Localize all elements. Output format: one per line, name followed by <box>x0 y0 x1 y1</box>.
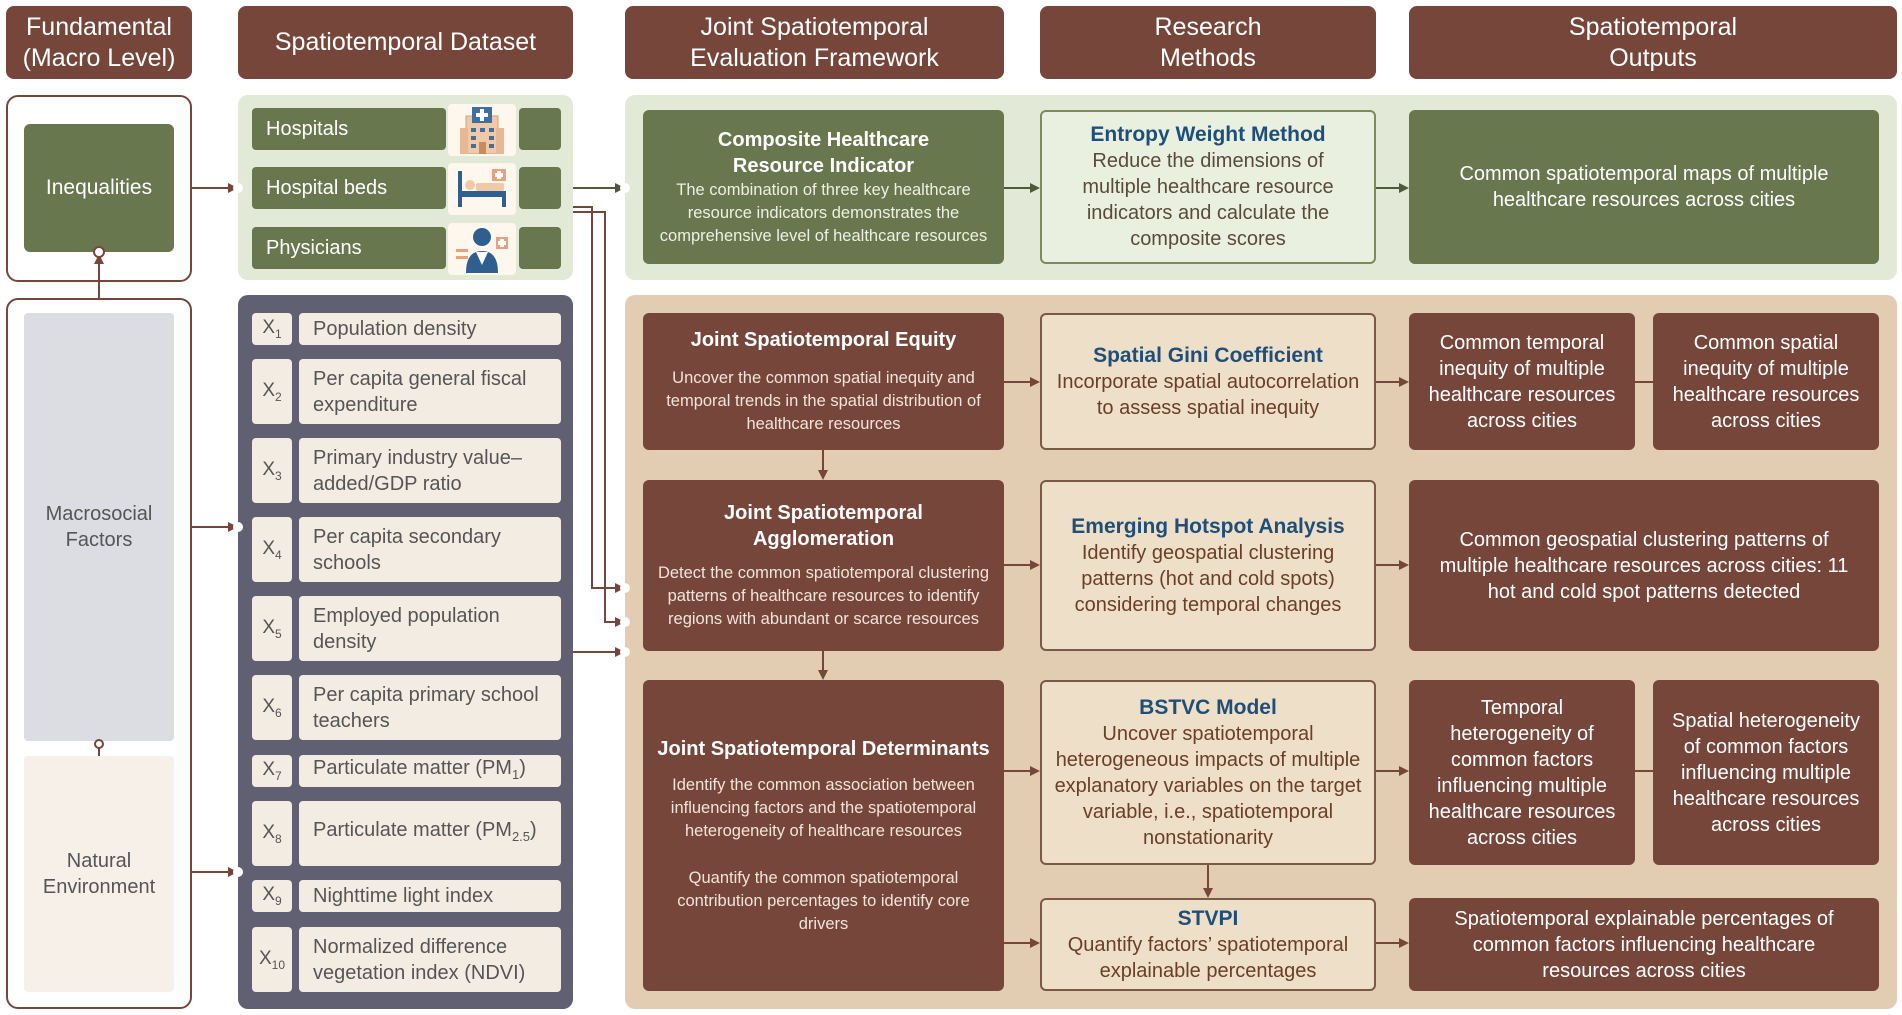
output-spatial-heterogeneity: Spatial heterogeneity of common factors … <box>1653 680 1879 865</box>
determinants-box: Joint Spatiotemporal Determinants Identi… <box>643 680 1004 991</box>
output-clustering: Common geospatial clustering patterns of… <box>1409 480 1879 651</box>
header-fundamental: Fundamental (Macro Level) <box>6 6 192 79</box>
variable-x6-id: X6 <box>252 675 292 740</box>
gini-method-box: Spatial Gini Coefficient Incorporate spa… <box>1040 313 1376 450</box>
resource-physicians-end <box>519 227 561 269</box>
variable-x7-label: Particulate matter (PM1) <box>299 755 561 787</box>
inequalities-box: Inequalities <box>24 124 174 252</box>
macrosocial-box: Macrosocial Factors <box>24 313 174 741</box>
header-dataset: Spatiotemporal Dataset <box>238 6 573 79</box>
variable-x5-id: X5 <box>252 596 292 661</box>
output-maps: Common spatiotemporal maps of multiple h… <box>1409 110 1879 264</box>
resource-hospital-beds-end <box>519 167 561 209</box>
hotspot-method-box: Emerging Hotspot Analysis Identify geosp… <box>1040 480 1376 651</box>
variable-x10-id: X10 <box>252 927 292 992</box>
variable-x9-label: Nighttime light index <box>299 880 561 912</box>
resource-hospital-beds: Hospital beds <box>252 167 446 209</box>
variable-x8-label: Particulate matter (PM2.5) <box>299 801 561 866</box>
header-outputs: Spatiotemporal Outputs <box>1409 6 1897 79</box>
hospital-building-icon <box>448 104 516 156</box>
agglomeration-box: Joint Spatiotemporal Agglomeration Detec… <box>643 480 1004 651</box>
variable-x8-id: X8 <box>252 801 292 866</box>
output-spatial-inequity: Common spatial inequity of multiple heal… <box>1653 313 1879 450</box>
resource-hospitals: Hospitals <box>252 108 446 150</box>
variable-x3-id: X3 <box>252 438 292 503</box>
variable-x9-id: X9 <box>252 880 292 912</box>
composite-indicator-box: Composite Healthcare Resource Indicator … <box>643 110 1004 264</box>
natural-box: Natural Environment <box>24 756 174 992</box>
variable-x2-label: Per capita general fiscal expenditure <box>299 359 561 424</box>
header-methods: Research Methods <box>1040 6 1376 79</box>
output-explainable: Spatiotemporal explainable percentages o… <box>1409 898 1879 991</box>
stvpi-method-box: STVPI Quantify factors’ spatiotemporal e… <box>1040 898 1376 991</box>
variable-x6-label: Per capita primary school teachers <box>299 675 561 740</box>
variable-x5-label: Employed population density <box>299 596 561 661</box>
factors-outline <box>6 298 192 1009</box>
variable-x7-id: X7 <box>252 755 292 787</box>
output-temporal-heterogeneity: Temporal heterogeneity of common factors… <box>1409 680 1635 865</box>
resource-hospitals-end <box>519 108 561 150</box>
variable-x4-id: X4 <box>252 517 292 582</box>
entropy-method-box: Entropy Weight Method Reduce the dimensi… <box>1040 110 1376 264</box>
equity-box: Joint Spatiotemporal Equity Uncover the … <box>643 313 1004 450</box>
physician-icon <box>448 223 516 275</box>
variable-x10-label: Normalized difference vegetation index (… <box>299 927 561 992</box>
header-framework: Joint Spatiotemporal Evaluation Framewor… <box>625 6 1004 79</box>
variable-x1-id: X1 <box>252 313 292 345</box>
variable-x2-id: X2 <box>252 359 292 424</box>
hospital-bed-icon <box>448 163 516 215</box>
variable-x1-label: Population density <box>299 313 561 345</box>
output-temporal-inequity: Common temporal inequity of multiple hea… <box>1409 313 1635 450</box>
variable-x3-label: Primary industry value–added/GDP ratio <box>299 438 561 503</box>
resource-physicians: Physicians <box>252 227 446 269</box>
bstvc-method-box: BSTVC Model Uncover spatiotemporal heter… <box>1040 680 1376 865</box>
variable-x4-label: Per capita secondary schools <box>299 517 561 582</box>
